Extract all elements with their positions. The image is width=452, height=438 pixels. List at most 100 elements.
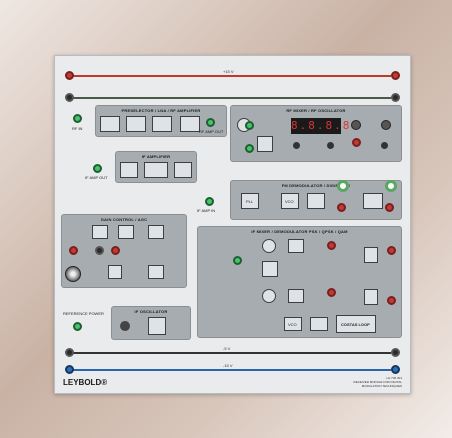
rf-mixer-in-jack[interactable] bbox=[245, 121, 254, 130]
rail-jack-left-red[interactable] bbox=[65, 71, 74, 80]
rf-amp-out-label: RF AMP OUT bbox=[199, 129, 224, 134]
oscillator-block bbox=[257, 136, 273, 152]
footer-line-3: MODULATION TECHNIQUES bbox=[361, 384, 402, 388]
if-mixer-in-jack[interactable] bbox=[233, 256, 242, 265]
rail-minus5-dark bbox=[73, 352, 391, 354]
agc-red-jack-2[interactable] bbox=[111, 246, 120, 255]
rail-top-voltage-label: +15 V bbox=[223, 69, 234, 74]
receiver-board: +15 V PRESELECTOR / LNA / RF AMPLIFIER R… bbox=[54, 55, 411, 394]
range-knob[interactable] bbox=[381, 120, 391, 130]
agc-rectifier-block bbox=[148, 265, 164, 279]
if-amplifier-panel: IF AMPLIFIER bbox=[115, 151, 197, 183]
if-amp-out-label: IF AMP OUT bbox=[85, 175, 108, 180]
fm-pll-block: PLL bbox=[241, 193, 259, 209]
rail-jack-right-red[interactable] bbox=[391, 71, 400, 80]
if-amp-block-1 bbox=[120, 162, 138, 178]
q-decision-block bbox=[364, 289, 378, 305]
loop-filter-block bbox=[310, 317, 328, 331]
agc-attenuator-block bbox=[92, 225, 108, 239]
rf-mixer-title: RF MIXER / RF OSCILLATOR bbox=[286, 108, 346, 113]
rail-minus5-label: -5 V bbox=[223, 346, 231, 351]
rail-ground-dark bbox=[73, 97, 391, 99]
pll-label: PLL bbox=[246, 199, 254, 204]
rf-mixer-red-jack[interactable] bbox=[352, 138, 361, 147]
bandpass-block-1 bbox=[100, 116, 120, 132]
reference-power-jack[interactable] bbox=[73, 322, 82, 331]
i-data-jack[interactable] bbox=[387, 246, 396, 255]
costas-loop-block: COSTAS LOOP bbox=[336, 315, 376, 333]
agc-detector-block bbox=[148, 225, 164, 239]
i-filter-block bbox=[288, 239, 304, 253]
button-3[interactable] bbox=[381, 142, 388, 149]
if-mixer-block-1 bbox=[262, 239, 276, 253]
button-1[interactable] bbox=[293, 142, 300, 149]
if-oscillator-panel: IF OSCILLATOR bbox=[111, 306, 191, 340]
amplifier-block-2 bbox=[180, 116, 200, 132]
fm-lowpass-block bbox=[363, 193, 383, 209]
gain-knob[interactable] bbox=[65, 266, 81, 282]
costas-loop-label: COSTAS LOOP bbox=[341, 322, 370, 327]
if-oscillator-title: IF OSCILLATOR bbox=[134, 309, 168, 314]
fm-filter-block bbox=[307, 193, 325, 209]
if-osc-block bbox=[148, 317, 166, 335]
fm-demod-panel: FM DEMODULATOR / DIGIPHASE PLL VCO bbox=[230, 180, 402, 220]
amplifier-block-1 bbox=[126, 116, 146, 132]
fm-out-jack-1[interactable] bbox=[337, 180, 349, 192]
fm-vco-label: VCO bbox=[285, 199, 294, 204]
preselector-panel: PRESELECTOR / LNA / RF AMPLIFIER bbox=[95, 105, 227, 137]
if-mixer-panel: IF MIXER / DEMODULATOR PSK / QPSK / QAM … bbox=[197, 226, 402, 338]
digital-display: 8.8.8.8 bbox=[291, 118, 352, 134]
q-filter-block bbox=[288, 289, 304, 303]
attenuator-block bbox=[152, 116, 172, 132]
preselector-title: PRESELECTOR / LNA / RF AMPLIFIER bbox=[121, 108, 201, 113]
rail-minus15-blue bbox=[73, 369, 391, 371]
fm-demod-title: FM DEMODULATOR / DIGIPHASE bbox=[281, 183, 351, 188]
fm-vco-block: VCO bbox=[281, 193, 299, 209]
rail-minus15-label: -15 V bbox=[223, 363, 233, 368]
if-amp-in-jack[interactable] bbox=[205, 197, 214, 206]
fm-out-jack-2[interactable] bbox=[385, 180, 397, 192]
rf-in-jack[interactable] bbox=[73, 114, 82, 123]
fm-red-jack-1[interactable] bbox=[337, 203, 346, 212]
i-out-jack[interactable] bbox=[327, 241, 336, 250]
phase-shift-block bbox=[262, 261, 278, 277]
footer-line-1: LH 736 301 bbox=[386, 376, 402, 380]
if-amp-in-label: IF AMP IN bbox=[197, 208, 216, 213]
brand-logo: LEYBOLD® bbox=[63, 378, 108, 387]
gain-control-panel: GAIN CONTROL / AGC bbox=[61, 214, 187, 288]
fm-red-jack-2[interactable] bbox=[385, 203, 394, 212]
agc-amp-block bbox=[118, 225, 134, 239]
if-vco-label: VCO bbox=[288, 322, 297, 327]
rf-in-label: RF IN bbox=[72, 126, 83, 131]
button-2[interactable] bbox=[327, 142, 334, 149]
agc-dark-jack[interactable] bbox=[95, 246, 104, 255]
if-amp-out-jack[interactable] bbox=[93, 164, 102, 173]
if-amp-block-2 bbox=[174, 162, 192, 178]
if-mixer-block-2 bbox=[262, 289, 276, 303]
if-vco-block: VCO bbox=[284, 317, 302, 331]
tuning-knob[interactable] bbox=[351, 120, 361, 130]
reference-power-label: REFERENCE POWER bbox=[63, 311, 104, 316]
rail-jack-right-minus15[interactable] bbox=[391, 365, 400, 374]
if-amplifier-title: IF AMPLIFIER bbox=[141, 154, 171, 159]
agc-control-block bbox=[108, 265, 122, 279]
if-filter-block bbox=[144, 162, 168, 178]
gain-control-title: GAIN CONTROL / AGC bbox=[100, 217, 148, 222]
if-mixer-title: IF MIXER / DEMODULATOR PSK / QPSK / QAM bbox=[251, 229, 348, 234]
q-out-jack[interactable] bbox=[327, 288, 336, 297]
rf-mixer-out-jack[interactable] bbox=[245, 144, 254, 153]
footer-text: LH 736 301 RECEIVER MODULE FOR DIGITAL M… bbox=[354, 376, 402, 388]
rail-jack-right-minus5[interactable] bbox=[391, 348, 400, 357]
rail-jack-left-minus5[interactable] bbox=[65, 348, 74, 357]
q-data-jack[interactable] bbox=[387, 296, 396, 305]
rail-jack-left-dark[interactable] bbox=[65, 93, 74, 102]
i-decision-block bbox=[364, 247, 378, 263]
rail-plus15-red bbox=[73, 75, 391, 77]
rail-jack-left-minus15[interactable] bbox=[65, 365, 74, 374]
rail-jack-right-dark[interactable] bbox=[391, 93, 400, 102]
footer-line-2: RECEIVER MODULE FOR DIGITAL bbox=[353, 380, 402, 384]
rf-mixer-panel: RF MIXER / RF OSCILLATOR 8.8.8.8 bbox=[230, 105, 402, 162]
if-osc-knob[interactable] bbox=[120, 321, 130, 331]
rf-amp-out-jack[interactable] bbox=[206, 118, 215, 127]
agc-red-jack-1[interactable] bbox=[69, 246, 78, 255]
